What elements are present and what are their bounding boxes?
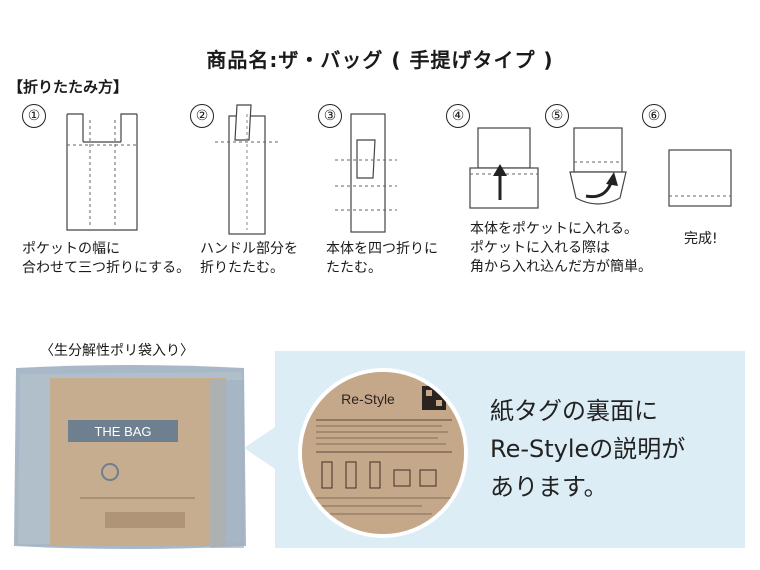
step-5-number: ⑤	[545, 104, 569, 128]
page-title: 商品名:ザ・バッグ ( 手提げタイプ )	[206, 48, 554, 72]
step-3-text: 本体を四つ折りに たたむ。	[326, 241, 438, 276]
step-3-number: ③	[318, 104, 342, 128]
tag-zoom-image: Re-Style	[298, 368, 468, 538]
step-5-diagram	[569, 127, 627, 205]
step-6-text: 完成!	[684, 231, 718, 247]
step-2-number: ②	[190, 104, 214, 128]
tag-brand-text: Re-Style	[341, 391, 395, 407]
step-6-number: ⑥	[642, 104, 666, 128]
photo-caption: 〈生分解性ポリ袋入り〉	[40, 343, 194, 359]
step-1-diagram	[66, 113, 138, 231]
packet-photo: THE BAG	[14, 365, 246, 549]
step-2-diagram	[215, 104, 281, 235]
section-label: 【折りたたみ方】	[8, 78, 129, 96]
step-6-diagram	[668, 149, 732, 207]
step-1-text: ポケットの幅に 合わせて三つ折りにする。	[22, 241, 191, 276]
info-text: 紙タグの裏面に Re-Styleの説明が あります。	[490, 397, 686, 501]
step-4-diagram	[469, 127, 539, 209]
step-3-diagram	[335, 113, 397, 233]
packet-label-title: THE BAG	[94, 424, 151, 439]
panel-pointer	[244, 425, 278, 471]
step-1-number: ①	[22, 104, 46, 128]
step-4-text: 本体をポケットに入れる。 ポケットに入れる際は 角から入れ込んだ方が簡単。	[470, 221, 652, 275]
step-2-text: ハンドル部分を 折りたたむ。	[200, 241, 298, 276]
tag-zoom-drawing: Re-Style	[302, 372, 464, 534]
step-4-number: ④	[446, 104, 470, 128]
